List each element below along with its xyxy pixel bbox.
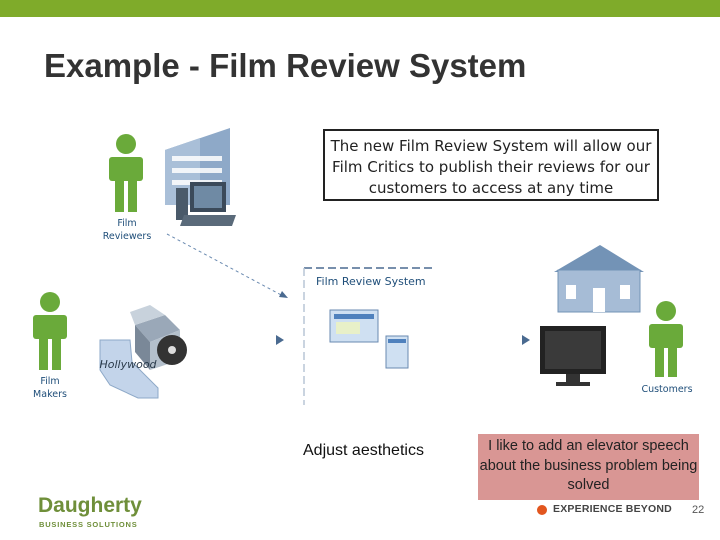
callout-box: The new Film Review System will allow ou…: [323, 129, 659, 201]
system-label: Film Review System: [316, 275, 426, 288]
desktop-computer-icon: [540, 326, 606, 386]
cd-icon: [157, 335, 187, 365]
note-right-box: I like to add an elevator speech about t…: [478, 434, 699, 500]
note-left: Adjust aesthetics: [303, 442, 424, 459]
california-map-icon: [99, 339, 159, 399]
person-icon: [649, 301, 683, 377]
film-makers-label: Film Makers: [33, 376, 67, 400]
logo-tagline: BUSINESS SOLUTIONS: [39, 520, 138, 529]
film-reviewers-label: Film Reviewers: [102, 218, 152, 242]
top-accent-bar: [0, 0, 720, 17]
person-icon: [109, 134, 143, 212]
hollywood-label: Hollywood: [99, 358, 157, 371]
desktop-computer-icon: [176, 182, 236, 226]
person-icon: [33, 292, 67, 370]
slide-title: Example - Film Review System: [44, 47, 527, 84]
logo-name: Daugherty: [38, 494, 142, 517]
system-screen-icon: [329, 309, 379, 343]
house-icon: [554, 245, 644, 313]
page-number: 22: [692, 504, 705, 516]
customers-label: Customers: [641, 384, 693, 395]
footer-brand: EXPERIENCE BEYOND: [553, 503, 672, 515]
brand-dot-icon: [537, 505, 547, 515]
system-screen-icon: [385, 335, 409, 369]
